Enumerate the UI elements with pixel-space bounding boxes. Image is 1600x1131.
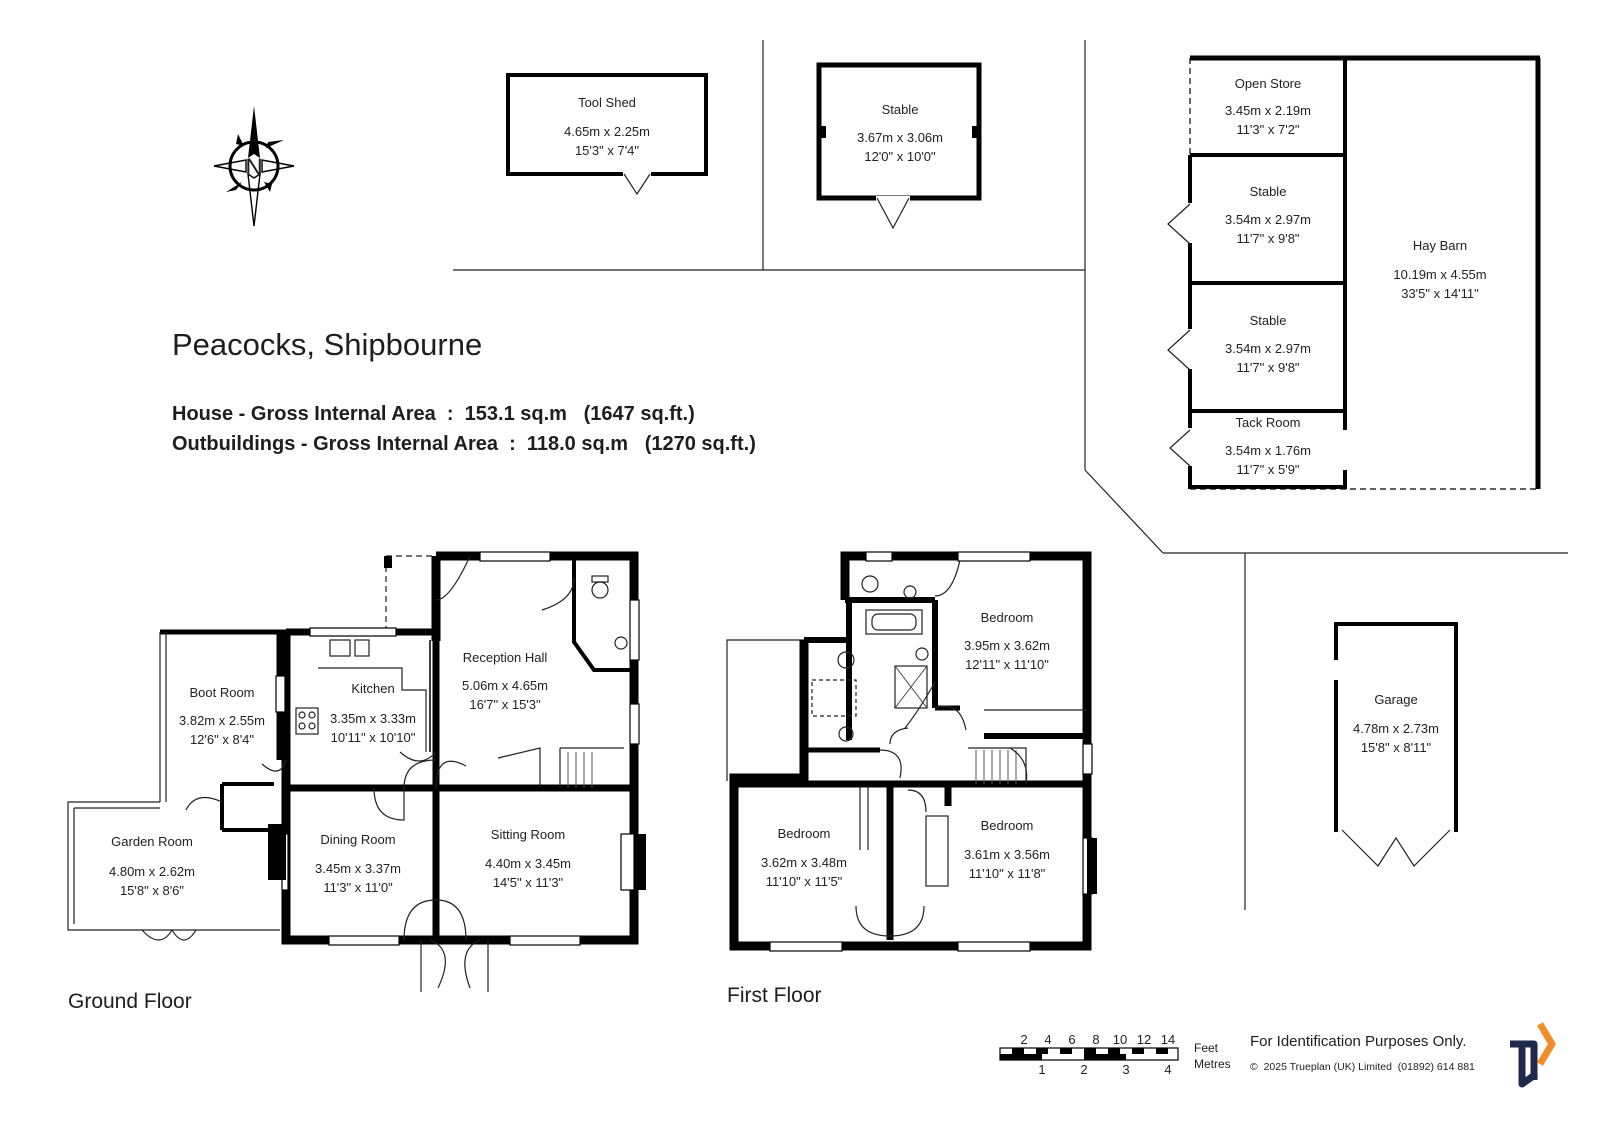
feet-tick-label: 6	[1068, 1032, 1075, 1047]
boot-room-name: Boot Room	[189, 685, 254, 700]
hay-barn-name: Hay Barn	[1413, 238, 1467, 253]
bedroom-3-metric: 3.61m x 3.56m	[964, 847, 1050, 862]
boot-room-imperial: 12'6" x 8'4"	[190, 732, 254, 747]
scale-metres-label: Metres	[1194, 1057, 1231, 1071]
stable-b-name: Stable	[1250, 313, 1287, 328]
bedroom-1-name: Bedroom	[981, 610, 1034, 625]
feet-tick-label: 2	[1020, 1032, 1027, 1047]
compass-label: N	[245, 154, 262, 181]
metre-tick-label: 4	[1164, 1062, 1171, 1077]
house-area: House - Gross Internal Area : 153.1 sq.m…	[172, 403, 695, 425]
feet-tick-label: 4	[1044, 1032, 1051, 1047]
scale-feet-label: Feet	[1194, 1041, 1219, 1055]
stable-a-imperial: 11'7" x 9'8"	[1236, 231, 1299, 246]
reception-hall-name: Reception Hall	[463, 650, 548, 665]
dining-room-imperial: 11'3" x 11'0"	[323, 880, 393, 895]
hay-barn-imperial: 33'5" x 14'11"	[1401, 286, 1479, 301]
kitchen-metric: 3.35m x 3.33m	[330, 711, 416, 726]
garage-metric: 4.78m x 2.73m	[1353, 721, 1439, 736]
feet-tick-label: 14	[1161, 1032, 1175, 1047]
ground-floor-plan: Boot Room 3.82m x 2.55m 12'6" x 8'4" Kit…	[67, 551, 646, 1013]
stable-a-name: Stable	[1250, 184, 1287, 199]
dining-room-name: Dining Room	[320, 832, 395, 847]
stable-b-imperial: 11'7" x 9'8"	[1236, 360, 1299, 375]
tack-room-name: Tack Room	[1235, 415, 1300, 430]
feet-tick-label: 8	[1092, 1032, 1099, 1047]
metre-tick-labels: 1 2 3 4	[1038, 1062, 1171, 1077]
first-floor-plan: Bedroom 3.95m x 3.62m 12'11" x 11'10" Be…	[726, 551, 1097, 1007]
tool-shed-name: Tool Shed	[578, 95, 636, 110]
bedroom-2-metric: 3.62m x 3.48m	[761, 855, 847, 870]
feet-tick-label: 10	[1113, 1032, 1127, 1047]
sitting-room-imperial: 14'5" x 11'3"	[493, 875, 564, 890]
feet-tick-label: 12	[1137, 1032, 1151, 1047]
tool-shed: Tool Shed 4.65m x 2.25m 15'3" x 7'4"	[506, 73, 708, 196]
tool-shed-metric: 4.65m x 2.25m	[564, 124, 650, 139]
north-compass-icon: N	[213, 106, 295, 227]
metre-tick-label: 3	[1122, 1062, 1129, 1077]
trueplan-logo-icon	[1510, 1022, 1556, 1088]
garden-room-name: Garden Room	[111, 834, 193, 849]
stable-a-metric: 3.54m x 2.97m	[1225, 212, 1311, 227]
feet-tick-labels: 2 4 6 8 10 12 14	[1020, 1032, 1175, 1047]
sitting-room-metric: 4.40m x 3.45m	[485, 856, 571, 871]
tool-shed-imperial: 15'3" x 7'4"	[575, 143, 639, 158]
copyright: © 2025 Trueplan (UK) Limited (01892) 614…	[1250, 1061, 1475, 1073]
bedroom-3-imperial: 11'10" x 11'8"	[969, 866, 1046, 881]
stable-b-metric: 3.54m x 2.97m	[1225, 341, 1311, 356]
garage-name: Garage	[1374, 692, 1417, 707]
sitting-room-name: Sitting Room	[491, 827, 565, 842]
disclaimer: For Identification Purposes Only.	[1250, 1033, 1467, 1050]
bedroom-1-metric: 3.95m x 3.62m	[964, 638, 1050, 653]
first-floor-label: First Floor	[727, 984, 822, 1007]
kitchen-name: Kitchen	[351, 681, 394, 696]
reception-hall-imperial: 16'7" x 15'3"	[469, 697, 541, 712]
barn-block: Open Store 3.45m x 2.19m 11'3" x 7'2" St…	[1167, 55, 1541, 490]
dining-room-metric: 3.45m x 3.37m	[315, 861, 401, 876]
metre-tick-label: 1	[1038, 1062, 1045, 1077]
hay-barn-metric: 10.19m x 4.55m	[1393, 267, 1486, 282]
garden-room-metric: 4.80m x 2.62m	[109, 864, 195, 879]
bedroom-2-imperial: 11'10" x 11'5"	[766, 874, 843, 889]
open-store-imperial: 11'3" x 7'2"	[1236, 122, 1299, 137]
tack-room-imperial: 11'7" x 5'9"	[1236, 462, 1299, 477]
stable-top-metric: 3.67m x 3.06m	[857, 130, 943, 145]
open-store-metric: 3.45m x 2.19m	[1225, 103, 1311, 118]
boot-room-metric: 3.82m x 2.55m	[179, 713, 265, 728]
garage: Garage 4.78m x 2.73m 15'8" x 8'11"	[1334, 622, 1458, 867]
bedroom-1-imperial: 12'11" x 11'10"	[965, 657, 1049, 672]
garage-imperial: 15'8" x 8'11"	[1361, 740, 1432, 755]
stable-top-imperial: 12'0" x 10'0"	[864, 149, 936, 164]
bedroom-2-name: Bedroom	[778, 826, 831, 841]
ground-floor-label: Ground Floor	[68, 990, 192, 1013]
site-boundary-lines	[453, 40, 1568, 910]
reception-hall-metric: 5.06m x 4.65m	[462, 678, 548, 693]
metre-tick-label: 2	[1080, 1062, 1087, 1077]
open-store-name: Open Store	[1235, 76, 1302, 91]
tack-room-metric: 3.54m x 1.76m	[1225, 443, 1311, 458]
kitchen-imperial: 10'11" x 10'10"	[331, 730, 416, 745]
stable-top: Stable 3.67m x 3.06m 12'0" x 10'0"	[816, 62, 982, 230]
property-title: Peacocks, Shipbourne	[172, 327, 482, 362]
bedroom-3-name: Bedroom	[981, 818, 1034, 833]
garden-room-imperial: 15'8" x 8'6"	[120, 883, 184, 898]
stable-top-name: Stable	[882, 102, 919, 117]
outbuildings-area: Outbuildings - Gross Internal Area : 118…	[172, 433, 756, 455]
